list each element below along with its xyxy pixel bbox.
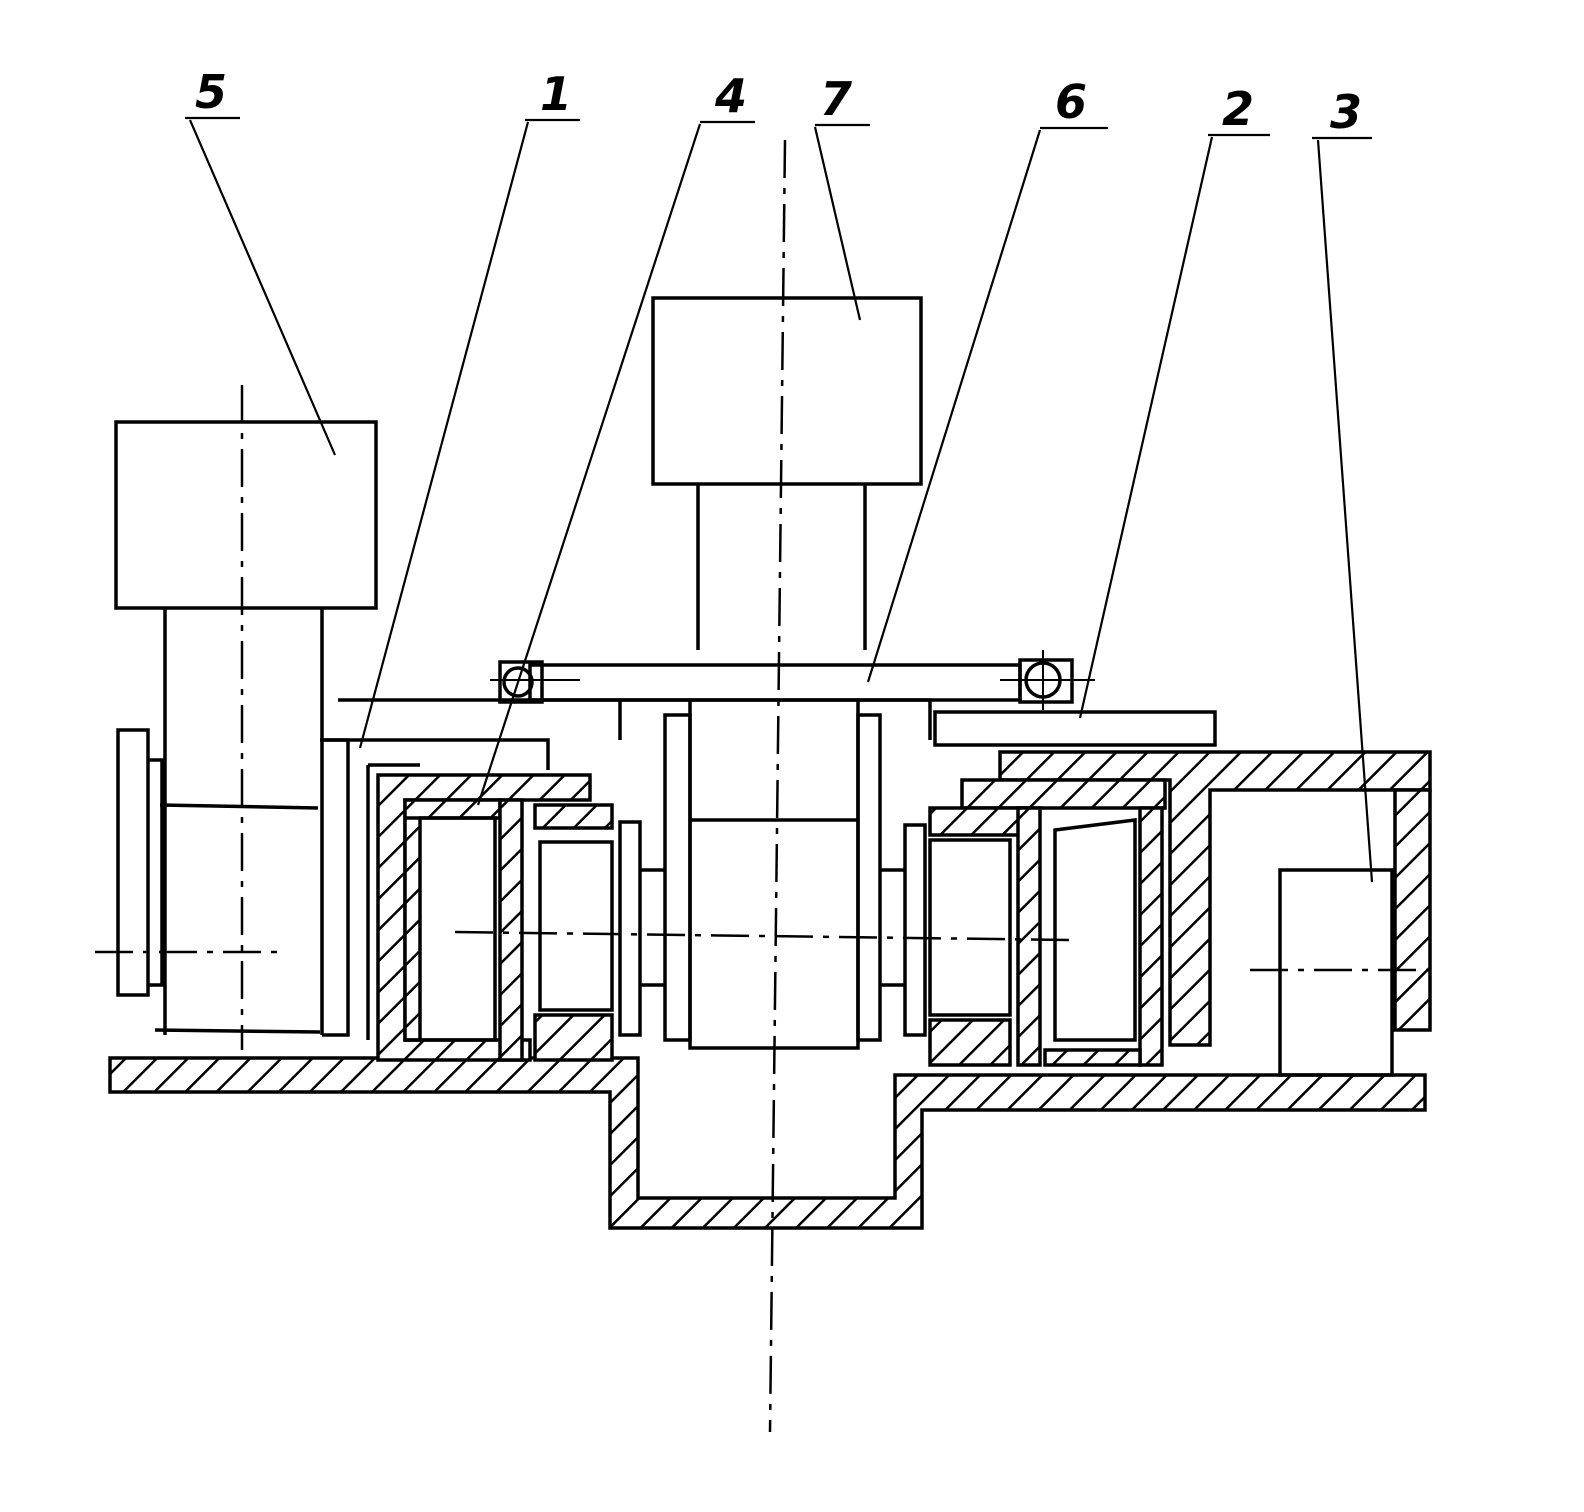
callout-labels: 5 1 4 7 6 2 3: [195, 65, 1362, 139]
callout-3: 3: [1330, 85, 1362, 139]
leader-3: [1312, 136, 1374, 883]
centre-lines: [454, 139, 1071, 1433]
leader-2: [1078, 133, 1270, 719]
callout-5: 5: [195, 65, 227, 119]
left-gear-plates: [320, 698, 622, 1040]
left-motor: [95, 385, 378, 1050]
base-plate: [108, 1056, 1427, 1230]
leader-7: [813, 123, 870, 321]
leader-6: [866, 126, 1108, 683]
callout-6: 6: [1055, 75, 1087, 129]
right-motor: [1250, 868, 1430, 1077]
callout-2: 2: [1222, 82, 1254, 136]
left-bearing-housing: [376, 773, 642, 1062]
leader-lines: [185, 116, 1374, 883]
leader-4: [476, 120, 755, 806]
link-bar: [490, 650, 1095, 710]
leader-5: [185, 116, 337, 456]
callout-4: 4: [714, 69, 747, 123]
callout-1: 1: [540, 67, 572, 121]
leader-1: [358, 118, 580, 749]
right-bearing-housing: [903, 750, 1432, 1067]
right-plate: [933, 710, 1217, 747]
callout-7: 7: [820, 72, 852, 126]
